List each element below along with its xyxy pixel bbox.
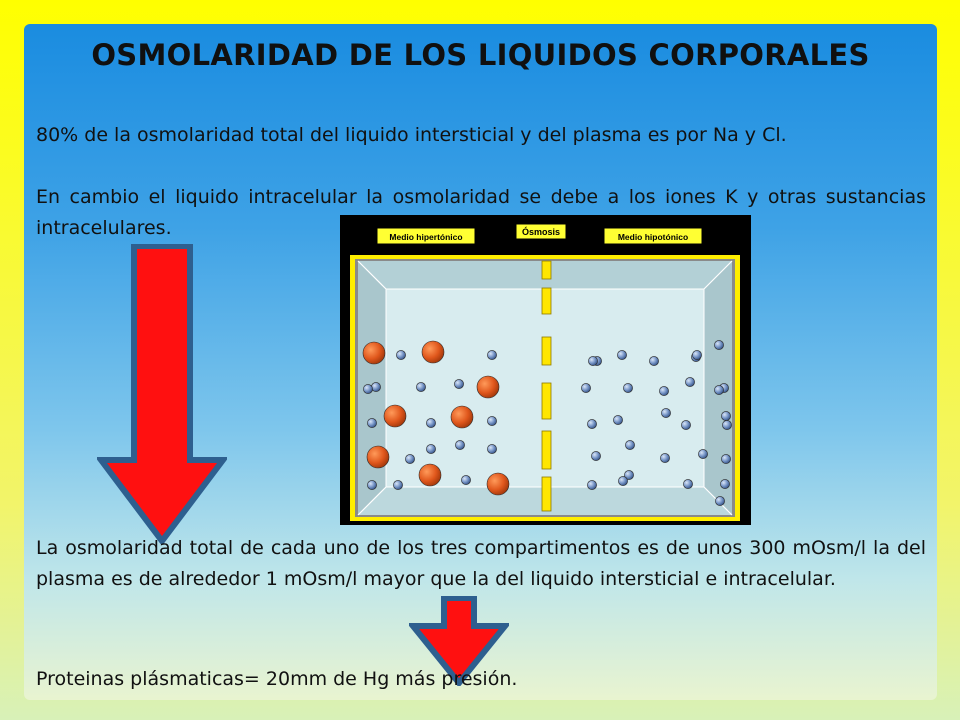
small-water-particle (625, 440, 635, 450)
small-water-particle (722, 420, 732, 430)
small-water-particle (720, 479, 730, 489)
small-water-particle (393, 480, 403, 490)
label-osmosis: Ósmosis (515, 223, 567, 240)
small-water-particle (405, 454, 415, 464)
small-water-particle (659, 386, 669, 396)
small-water-particle (363, 384, 373, 394)
small-water-particle (617, 350, 627, 360)
small-water-particle (587, 480, 597, 490)
slide: OSMOLARIDAD DE LOS LIQUIDOS CORPORALES 8… (24, 24, 937, 700)
small-water-particle (367, 418, 377, 428)
small-water-particle (721, 411, 731, 421)
large-solute-particle (476, 375, 500, 399)
small-water-particle (613, 415, 623, 425)
small-water-particle (681, 420, 691, 430)
label-medio-hipotonico: Medio hipotónico (603, 227, 703, 245)
large-solute-particle (418, 463, 442, 487)
small-water-particle (591, 451, 601, 461)
down-arrow-icon (94, 243, 230, 546)
label-right-text: Medio hipotónico (618, 232, 688, 242)
small-water-particle (685, 377, 695, 387)
small-water-particle (587, 419, 597, 429)
small-water-particle (461, 475, 471, 485)
large-solute-particle (383, 404, 407, 428)
small-water-particle (487, 416, 497, 426)
paragraph-na-cl: 80% de la osmolaridad total del liquido … (36, 124, 787, 146)
large-solute-particle (450, 405, 474, 429)
large-solute-particle (421, 340, 445, 364)
large-solute-particle (366, 445, 390, 469)
small-water-particle (396, 350, 406, 360)
label-left-text: Medio hipertónico (389, 232, 462, 242)
small-water-particle (721, 454, 731, 464)
small-water-particle (624, 470, 634, 480)
small-water-particle (649, 356, 659, 366)
small-water-particle (618, 476, 628, 486)
semipermeable-membrane (541, 260, 552, 512)
small-water-particle (715, 496, 725, 506)
label-center-text: Ósmosis (522, 226, 560, 237)
small-water-particle (455, 440, 465, 450)
small-water-particle (426, 418, 436, 428)
small-water-particle (683, 479, 693, 489)
small-water-particle (623, 383, 633, 393)
small-water-particle (487, 350, 497, 360)
paragraph-plasma-proteins: Proteinas plásmaticas= 20mm de Hg más pr… (36, 668, 518, 690)
small-water-particle (660, 453, 670, 463)
small-water-particle (588, 356, 598, 366)
small-water-particle (581, 383, 591, 393)
osmosis-diagram: Medio hipertónico Ósmosis Medio hipotóni… (340, 215, 751, 525)
down-arrow-icon (406, 595, 512, 688)
small-water-particle (426, 444, 436, 454)
label-medio-hipertonico: Medio hipertónico (376, 227, 476, 245)
small-water-particle (487, 444, 497, 454)
small-water-particle (367, 480, 377, 490)
small-water-particle (698, 449, 708, 459)
slide-title: OSMOLARIDAD DE LOS LIQUIDOS CORPORALES (91, 38, 870, 72)
large-solute-particle (362, 341, 386, 365)
large-solute-particle (486, 472, 510, 496)
small-water-particle (416, 382, 426, 392)
paragraph-total-osmolarity: La osmolaridad total de cada uno de los … (36, 537, 926, 590)
small-water-particle (661, 408, 671, 418)
paragraph-intracellular: En cambio el liquido intracelular la osm… (36, 186, 926, 239)
small-water-particle (371, 382, 381, 392)
small-water-particle (714, 385, 724, 395)
small-water-particle (692, 350, 702, 360)
small-water-particle (454, 379, 464, 389)
particles (362, 340, 732, 506)
small-water-particle (714, 340, 724, 350)
